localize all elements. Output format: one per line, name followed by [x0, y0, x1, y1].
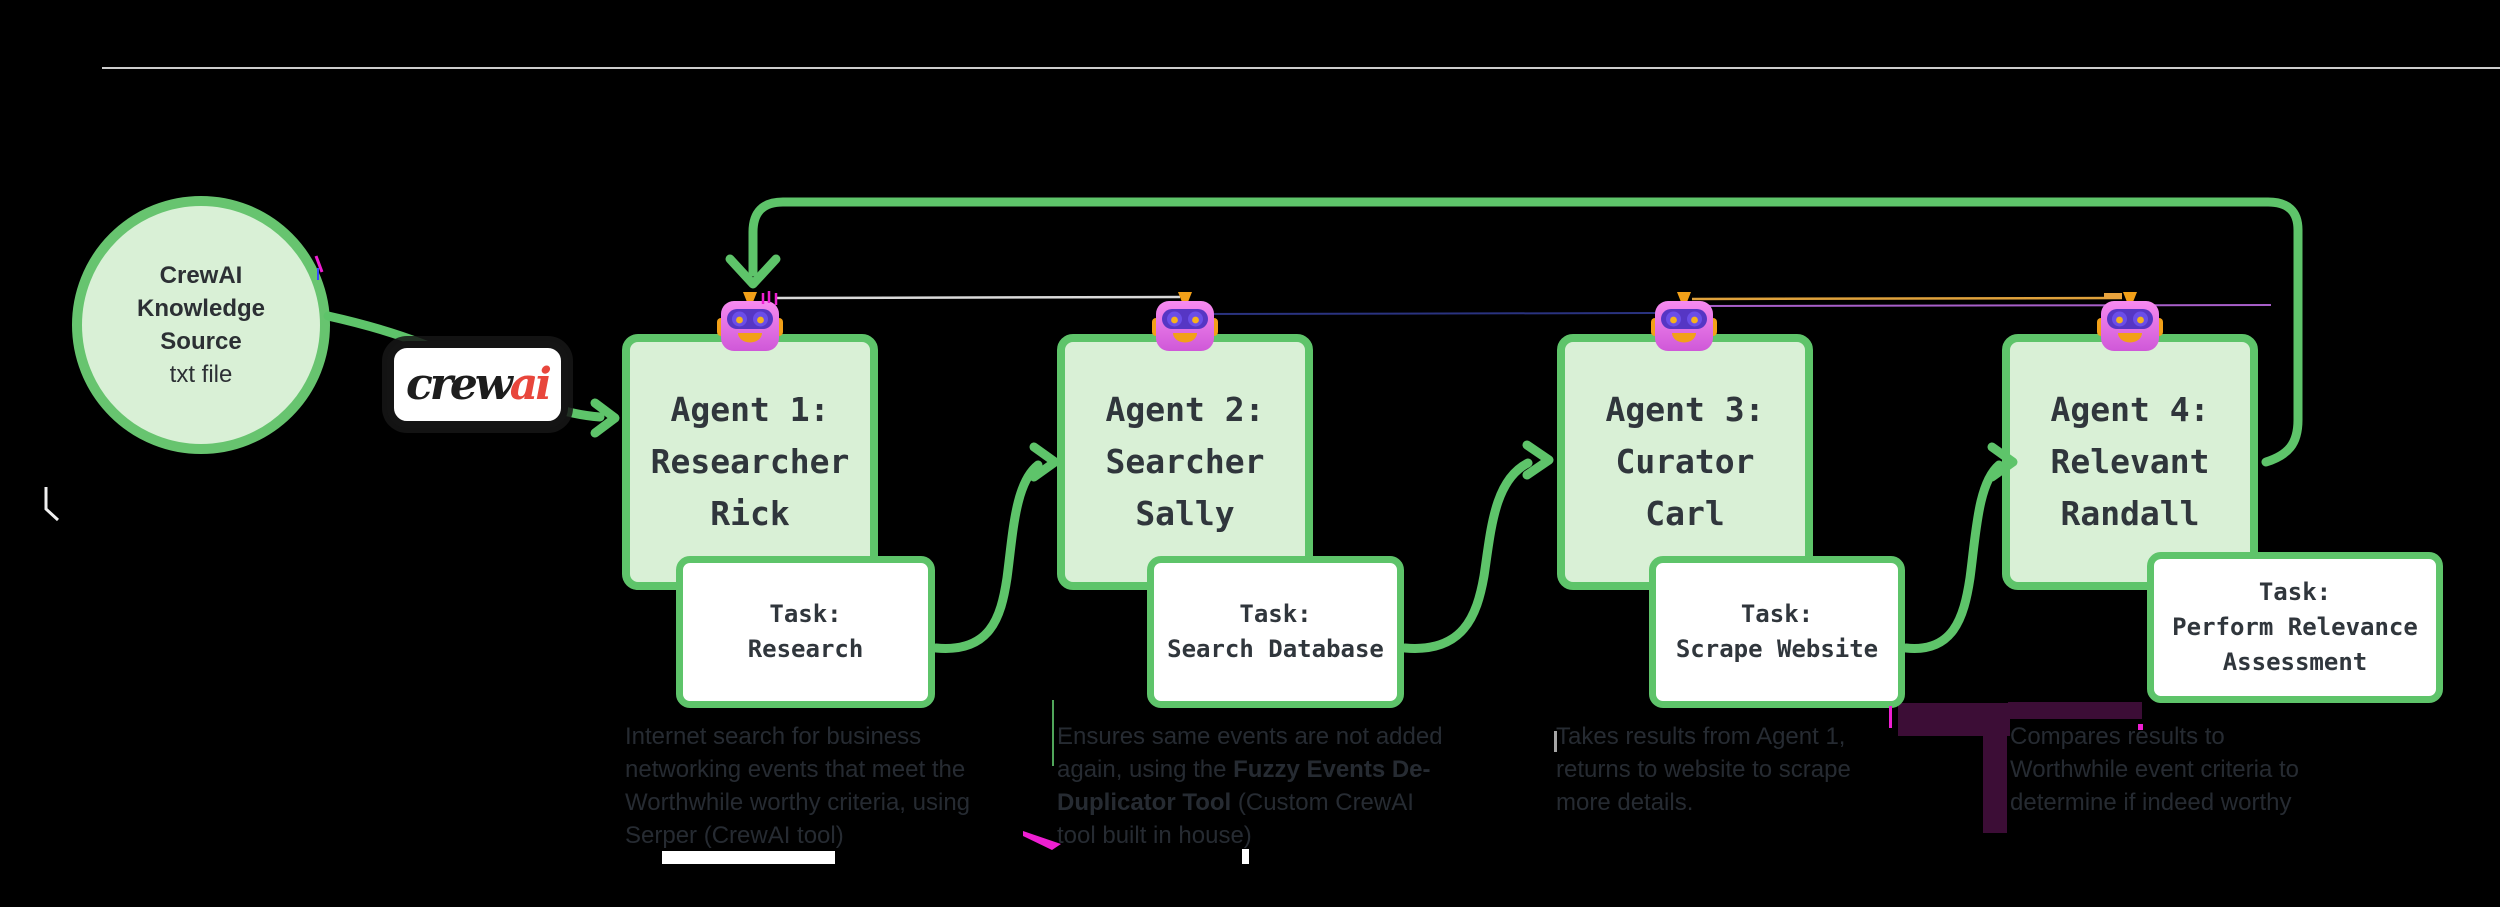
agent3-description: Takes results from Agent 1, returns to w…: [1556, 720, 1851, 819]
agent1-task-label: Task: Research: [747, 600, 864, 663]
arrowhead-right: [1029, 442, 1060, 482]
agent3-box: Agent 3: Curator Carl: [1557, 334, 1813, 590]
agent2-description-text: Ensures same events are not added again,…: [1057, 723, 1443, 783]
arrowhead-right: [590, 398, 620, 438]
task2-to-agent3-arrow: [1400, 440, 1554, 653]
agent2-task-label: Task: Search Database: [1167, 600, 1384, 663]
antenna-line-white: [774, 295, 1181, 300]
top-divider-line: [102, 67, 2500, 69]
agent1-description-text: Internet search for business networking …: [625, 723, 971, 849]
knowledge-source-title: CrewAI Knowledge Source: [136, 262, 265, 355]
knowledge-source-circle: CrewAI Knowledge Source txt file: [72, 196, 330, 454]
crewai-logo-text-crew: crew: [405, 359, 513, 410]
arrowhead-right: [1522, 440, 1554, 480]
robot-icon: [2097, 292, 2163, 351]
purple-artifact-block: [1983, 717, 2007, 833]
agent1-title: Agent 1: Researcher Rick: [650, 390, 850, 533]
agent2-description-bold: Fuzzy Events De- Duplicator Tool: [1057, 756, 1431, 816]
purple-artifact-block: [2008, 702, 2142, 719]
antenna-line-violet: [1691, 304, 2272, 307]
agent1-description: Internet search for business networking …: [625, 720, 970, 852]
robot-icon: [1651, 292, 1717, 351]
magenta-wedge-mark: [1023, 831, 1061, 850]
agent4-title: Agent 4: Relevant Randall: [2050, 390, 2210, 533]
crewai-logo-text-ai: ai: [509, 359, 552, 410]
robot-icon: [717, 292, 783, 351]
robot-icon: [1152, 292, 1218, 351]
agent3-title: Agent 3: Curator Carl: [1605, 390, 1765, 533]
antenna-line-orange: [1691, 296, 2123, 301]
antenna-line-navy: [1187, 312, 1679, 315]
agent4-description-text: Compares results to Worthwhile event cri…: [2010, 723, 2300, 816]
agent3-task-box: Task: Scrape Website: [1649, 556, 1905, 708]
agent1-box: Agent 1: Researcher Rick: [622, 334, 878, 590]
white-bar-mark: [662, 851, 835, 864]
agent4-task-label: Task: Perform Relevance Assessment: [2172, 578, 2418, 676]
agent3-task-label: Task: Scrape Website: [1675, 600, 1879, 663]
white-check-mark: [44, 487, 60, 522]
task3-to-agent4-arrow: [1901, 442, 2018, 653]
agent4-task-box: Task: Perform Relevance Assessment: [2147, 552, 2443, 703]
agent4-description: Compares results to Worthwhile event cri…: [2010, 720, 2299, 819]
agent1-task-box: Task: Research: [676, 556, 935, 708]
magenta-line-mark: [1889, 706, 1892, 728]
knowledge-source-subtitle: txt file: [169, 361, 233, 388]
agent2-description-tail: (Custom CrewAI tool built in house): [1057, 789, 1414, 849]
loop-arrowhead-down: [725, 254, 781, 289]
agent2-task-box: Task: Search Database: [1147, 556, 1404, 708]
task1-to-agent2-arrow: [931, 442, 1060, 653]
agent2-title: Agent 2: Searcher Sally: [1105, 390, 1265, 533]
agent2-description: Ensures same events are not added again,…: [1057, 720, 1443, 852]
agent3-description-text: Takes results from Agent 1, returns to w…: [1556, 723, 1851, 816]
agent2-box: Agent 2: Searcher Sally: [1057, 334, 1313, 590]
